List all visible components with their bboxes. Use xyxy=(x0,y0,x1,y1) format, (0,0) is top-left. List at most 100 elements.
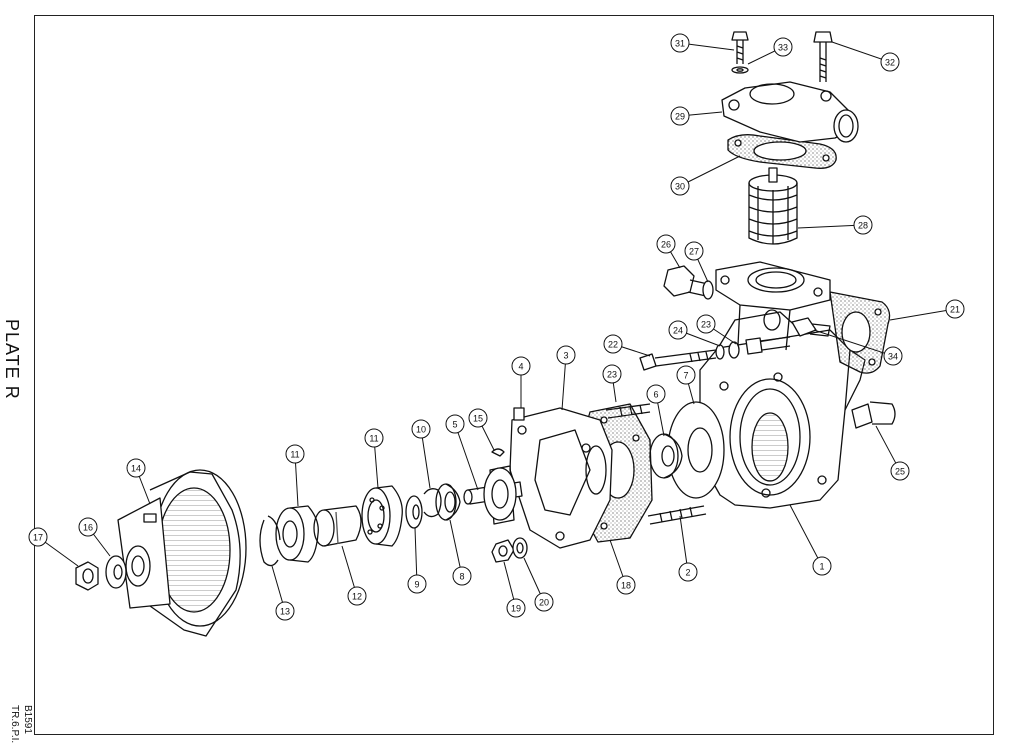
callout-4: 4 xyxy=(511,356,531,408)
callout-circle xyxy=(773,37,793,57)
callout-18: 18 xyxy=(609,539,636,595)
callout-10: 10 xyxy=(411,419,431,489)
callout-23: 23 xyxy=(696,314,737,345)
callout-number: 17 xyxy=(33,533,43,543)
callout-circle xyxy=(883,346,903,366)
callout-15: 15 xyxy=(468,408,495,451)
washer-20 xyxy=(512,537,528,559)
callout-12: 12 xyxy=(341,545,367,606)
callout-circle xyxy=(347,586,367,606)
spindle-5 xyxy=(463,465,523,525)
callout-19: 19 xyxy=(503,561,526,618)
callout-number: 30 xyxy=(675,182,685,192)
callout-circle xyxy=(678,562,698,582)
bolt-23-upper xyxy=(728,336,791,359)
callout-circle xyxy=(853,215,873,235)
callout-number: 10 xyxy=(416,425,426,435)
pump-body-3 xyxy=(509,407,613,549)
plug-4 xyxy=(513,407,525,421)
callout-number: 12 xyxy=(352,592,362,602)
drawing-frame xyxy=(34,15,994,735)
housing-part xyxy=(699,311,866,509)
callout-circle xyxy=(445,414,465,434)
callout-24: 24 xyxy=(668,320,721,347)
callout-6: 6 xyxy=(646,384,666,437)
callout-number: 32 xyxy=(885,58,895,68)
callout-leader xyxy=(889,308,956,321)
callout-number: 33 xyxy=(778,43,788,53)
callout-14: 14 xyxy=(126,458,151,505)
callout-circle xyxy=(684,241,704,261)
callout-number: 20 xyxy=(539,598,549,608)
callout-7: 7 xyxy=(676,365,696,405)
callout-circle xyxy=(696,314,716,334)
callout-number: 18 xyxy=(621,581,631,591)
callout-circle xyxy=(556,345,576,365)
pulley-14 xyxy=(117,469,247,637)
thermostat-housing xyxy=(715,261,831,351)
callout-number: 27 xyxy=(689,247,699,257)
callout-29: 29 xyxy=(670,106,723,126)
circlip-10 xyxy=(423,488,442,518)
washer-24 xyxy=(715,344,725,360)
callout-11: 11 xyxy=(364,428,384,489)
sender-34 xyxy=(791,317,831,337)
bolt-32 xyxy=(813,31,833,82)
callout-number: 5 xyxy=(452,420,457,430)
circlip-13 xyxy=(259,515,281,567)
key-15 xyxy=(491,448,505,457)
plug-26 xyxy=(663,265,709,297)
gasket-21 xyxy=(829,291,891,374)
callout-16: 16 xyxy=(78,517,111,557)
callout-number: 21 xyxy=(950,305,960,315)
callout-circle xyxy=(676,365,696,385)
callout-2: 2 xyxy=(678,515,698,582)
callout-leader xyxy=(679,155,741,187)
callout-leader xyxy=(449,519,463,577)
callout-leader xyxy=(797,224,864,229)
callout-number: 15 xyxy=(473,414,483,424)
washer-27 xyxy=(702,280,714,300)
callout-layer: 1234567891011111213141516171819202122232… xyxy=(28,33,965,621)
callout-11: 11 xyxy=(285,444,305,507)
callout-leader xyxy=(420,428,431,489)
callout-circle xyxy=(364,428,384,448)
callout-number: 6 xyxy=(653,390,658,400)
bearing-11-left xyxy=(275,505,319,563)
callout-27: 27 xyxy=(684,241,709,283)
callout-20: 20 xyxy=(523,557,554,612)
callout-leader xyxy=(831,41,891,63)
callout-22: 22 xyxy=(603,334,651,357)
callout-28: 28 xyxy=(797,215,873,235)
callout-number: 16 xyxy=(83,523,93,533)
callout-circle xyxy=(511,356,531,376)
callout-circle xyxy=(468,408,488,428)
callout-3: 3 xyxy=(556,345,576,411)
callout-number: 22 xyxy=(608,340,618,350)
callout-13: 13 xyxy=(271,565,295,621)
callout-1: 1 xyxy=(789,504,832,576)
callout-9: 9 xyxy=(407,527,427,594)
callout-number: 29 xyxy=(675,112,685,122)
outlet-elbow-29 xyxy=(721,81,859,143)
callout-number: 11 xyxy=(369,434,378,444)
union-25 xyxy=(851,401,896,429)
callout-circle xyxy=(616,575,636,595)
callout-circle xyxy=(275,601,295,621)
callout-circle xyxy=(670,33,690,53)
bolt-31 xyxy=(731,31,749,64)
callout-circle xyxy=(670,176,690,196)
callout-number: 9 xyxy=(414,580,419,590)
gasket-7 xyxy=(667,401,725,499)
callout-number: 2 xyxy=(685,568,690,578)
callout-circle xyxy=(890,461,910,481)
callout-circle xyxy=(126,458,146,478)
callout-number: 8 xyxy=(459,572,464,582)
callout-number: 24 xyxy=(673,326,683,336)
spacer-12 xyxy=(313,505,362,547)
callout-number: 7 xyxy=(683,371,688,381)
callout-number: 19 xyxy=(511,604,521,614)
callout-circle xyxy=(452,566,472,586)
